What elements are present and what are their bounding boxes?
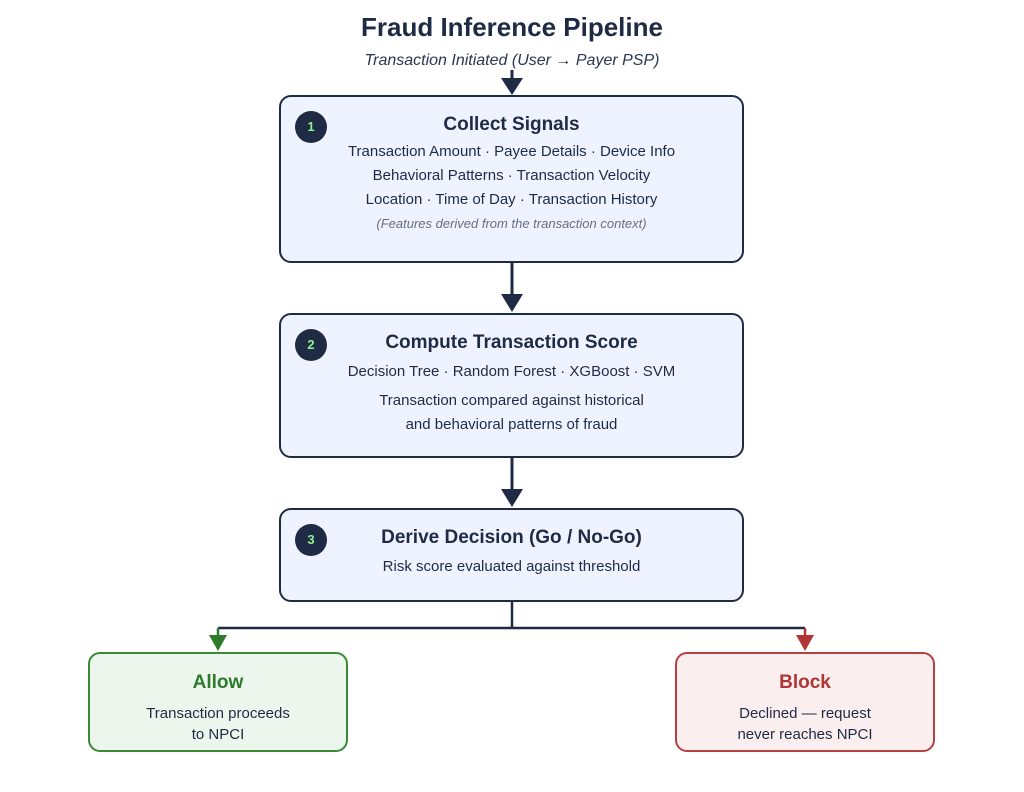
outcome-title: Allow (192, 672, 244, 693)
step-title: Derive Decision (Go / No-Go) (381, 527, 642, 548)
outcome-line: to NPCI (191, 726, 245, 743)
step-detail-line-part: and behavioral patterns of fraud (405, 416, 618, 433)
step-detail-line-part: Transaction compared against historical (379, 392, 644, 409)
step-detail-line: Transaction compared against historical … (281, 389, 742, 437)
outcome-title: Block (779, 672, 831, 693)
arrowhead-allow (209, 635, 227, 651)
arrowhead-step3 (501, 489, 523, 507)
step-title: Collect Signals (443, 114, 580, 135)
outcome-line: Declined — request (739, 705, 871, 722)
arrowhead-block (796, 635, 814, 651)
step-detail-line: Behavioral Patterns · Transaction Veloci… (372, 167, 651, 184)
step-compute-score: 2 Compute Transaction Score Decision Tre… (279, 313, 744, 458)
outcome-line: Transaction proceeds (146, 705, 290, 722)
step-detail-line: Decision Tree · Random Forest · XGBoost … (347, 363, 676, 380)
step-detail-line: Risk score evaluated against threshold (382, 558, 641, 575)
step-collect-signals: 1 Collect Signals Transaction Amount · P… (279, 95, 744, 263)
step-note: (Features derived from the transaction c… (376, 216, 647, 231)
diagram-title: Fraud Inference Pipeline (361, 12, 663, 42)
outcome-description: Declined — request never reaches NPCI (677, 703, 933, 745)
arrowhead-step2 (501, 294, 523, 312)
step-number-badge: 3 (295, 524, 327, 556)
outcome-allow: Allow Transaction proceeds to NPCI (88, 652, 348, 752)
step-derive-decision: 3 Derive Decision (Go / No-Go) Risk scor… (279, 508, 744, 602)
step-title: Compute Transaction Score (385, 332, 638, 353)
arrowhead-step1 (501, 78, 523, 95)
outcome-description: Transaction proceeds to NPCI (90, 703, 346, 745)
trigger-label: Transaction Initiated (User → Payer PSP) (364, 52, 660, 69)
step-detail-line: Transaction Amount · Payee Details · Dev… (347, 143, 676, 160)
step-number-badge: 1 (295, 111, 327, 143)
step-number-badge: 2 (295, 329, 327, 361)
step-detail-line: Location · Time of Day · Transaction His… (365, 191, 658, 208)
outcome-block: Block Declined — request never reaches N… (675, 652, 935, 752)
outcome-line: never reaches NPCI (737, 726, 873, 743)
